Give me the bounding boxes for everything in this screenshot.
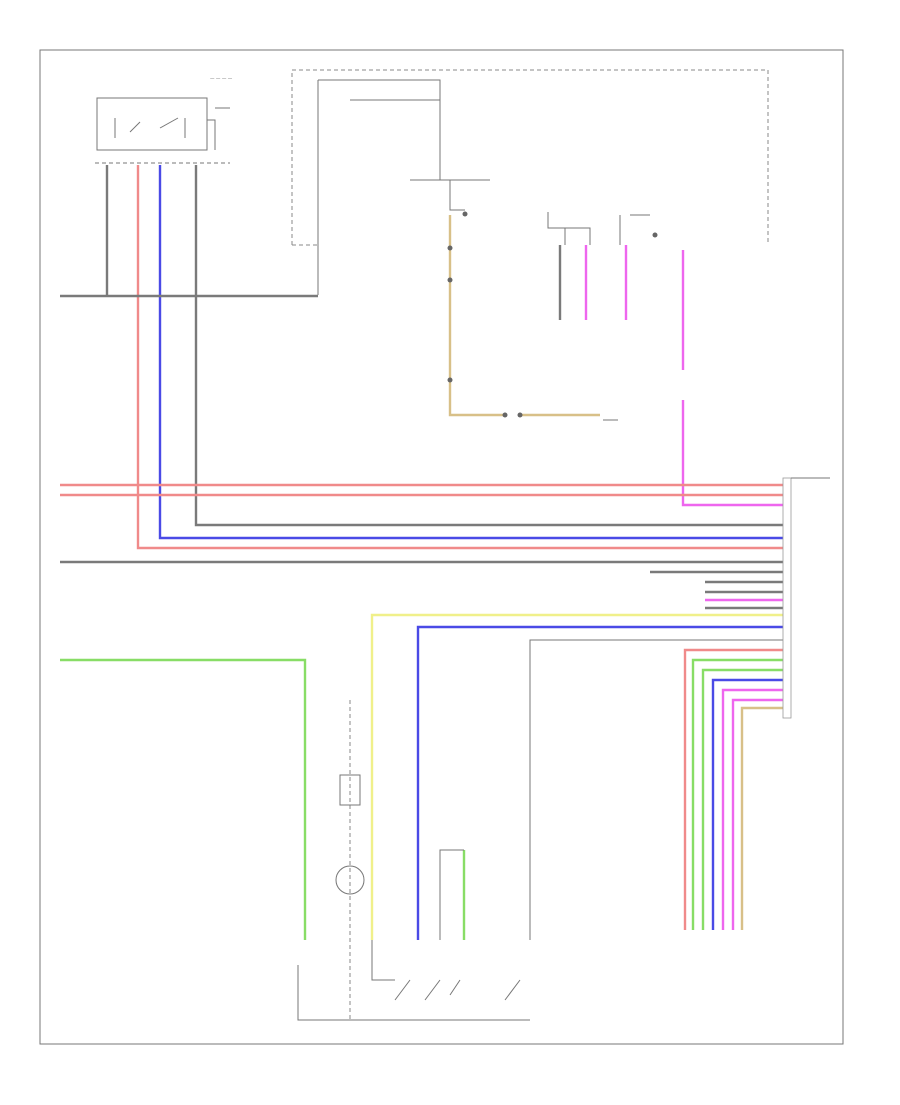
bottom-switch-module bbox=[297, 849, 530, 1021]
svg-text:— — — —: — — — — bbox=[210, 77, 233, 82]
module-dashed-box bbox=[291, 69, 769, 295]
right-connector bbox=[782, 477, 830, 719]
wire-red-1 bbox=[136, 165, 783, 550]
wire-black-2 bbox=[194, 165, 783, 527]
wire-gray-thin bbox=[529, 639, 783, 940]
wire-red-fan bbox=[683, 648, 783, 930]
wire-blue-2 bbox=[416, 625, 783, 940]
wire-tan-fan bbox=[740, 706, 783, 930]
relay-box: — — — — bbox=[95, 77, 233, 164]
wire-yellow bbox=[370, 613, 783, 940]
wire-blue-1 bbox=[158, 165, 783, 540]
wire-blue-fan bbox=[711, 678, 783, 930]
connector-stubs bbox=[650, 570, 783, 610]
wire-tan bbox=[448, 215, 505, 417]
wire-green-fan-1 bbox=[691, 658, 783, 930]
wire-pink-fan-1 bbox=[721, 688, 783, 930]
wire-pink-fan-2 bbox=[731, 698, 783, 930]
sensor-group bbox=[547, 212, 658, 245]
wire-pink-long-2 bbox=[681, 400, 783, 507]
wire-green bbox=[60, 658, 307, 940]
diagram-border bbox=[39, 49, 844, 1045]
wire-green-fan-2 bbox=[701, 668, 783, 930]
inline-sensors bbox=[335, 700, 365, 1020]
